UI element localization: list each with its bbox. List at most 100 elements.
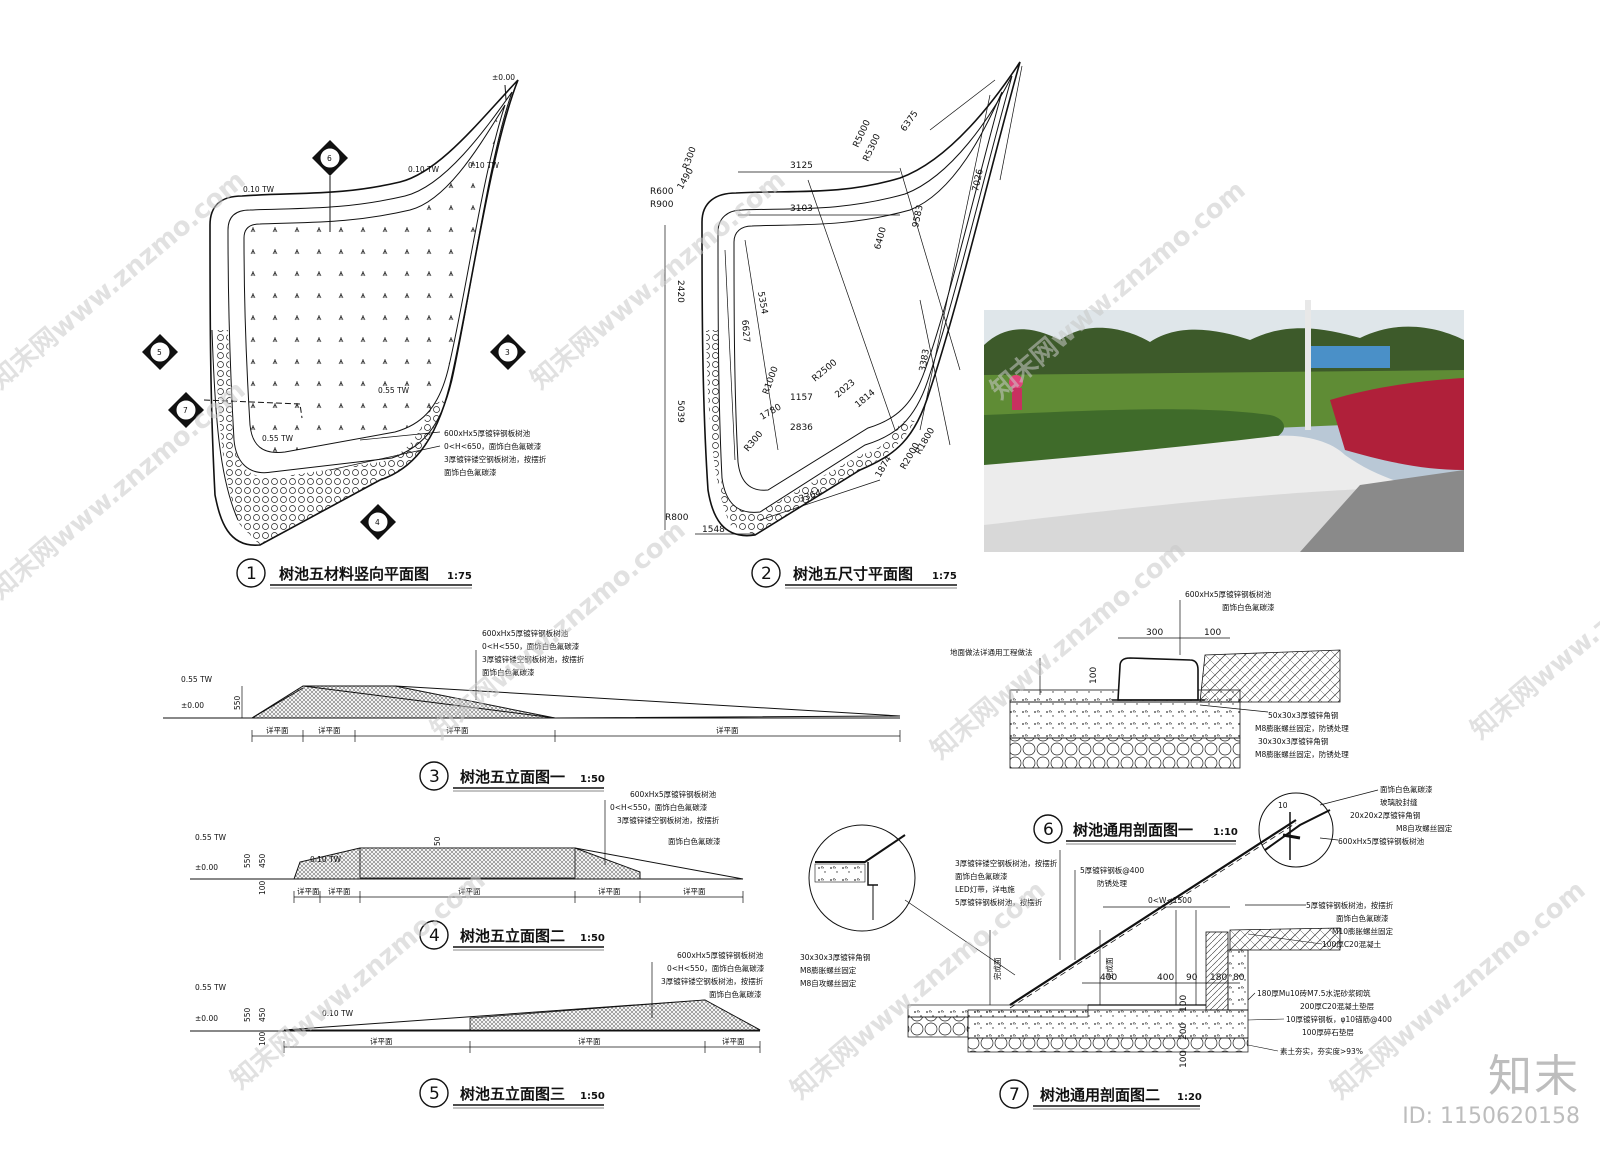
svg-text:知末网www.znzmo.com: 知末网www.znzmo.com — [1465, 515, 1600, 745]
brand-logo: 知末 — [1488, 1051, 1580, 1102]
svg-text:详平面: 详平面 — [683, 886, 706, 896]
drawing-3-elevation-1: 0.55 TW ±0.00 550 600xHx5厚镀锌钢板树池 0<H<550… — [163, 628, 901, 792]
d1-note-2: 3厚镀锌镂空钢板树池，按摆折 — [444, 454, 547, 464]
d3-note-0: 600xHx5厚镀锌钢板树池 — [482, 628, 569, 638]
svg-text:1:50: 1:50 — [580, 1091, 605, 1102]
d7-right-note-8: 素土夯实，夯实度>93% — [1280, 1046, 1363, 1056]
d7-dim-1: 400 — [1157, 973, 1174, 983]
d5-elev: ±0.00 — [195, 1014, 218, 1023]
drawing-1-material-plan: ±0.00 0.10 TW 0.10 TW 0.10 TW 0.55 TW 0.… — [142, 73, 547, 589]
d4-top: 50 — [433, 836, 442, 846]
d1-note-3: 面饰白色氟碳漆 — [444, 467, 497, 477]
d1-elev-top: ±0.00 — [492, 73, 515, 82]
drawing-6-section-1: 300 100 100 600xHx5厚镀锌钢板树池 面饰白色氟碳漆 地面做法详… — [950, 589, 1349, 845]
d7-left-note-3: 5厚镀锌钢板树池，按摆折 — [955, 897, 1043, 907]
d2-dim-26: 9583 — [911, 204, 926, 228]
d5-note-3: 面饰白色氟碳漆 — [709, 989, 762, 999]
planter-1-inner — [243, 104, 506, 454]
d2-dim-6: 2420 — [675, 280, 685, 303]
planter-1-band — [227, 91, 513, 474]
d2-title-block: 2 树池五尺寸平面图 1:75 — [751, 558, 957, 589]
section-marker-7: 7 — [168, 392, 303, 428]
d4-h2: 450 — [258, 853, 267, 868]
svg-text:树池五材料竖向平面图: 树池五材料竖向平面图 — [279, 565, 429, 583]
d2-dim-18: 1548 — [702, 525, 725, 535]
svg-text:1:10: 1:10 — [1213, 827, 1238, 838]
svg-text:3: 3 — [429, 767, 440, 787]
d1-tw-b: 0.10 TW — [408, 165, 440, 174]
svg-text:2: 2 — [761, 564, 772, 584]
d2-dim-5: R900 — [650, 200, 674, 210]
d5-tw: 0.55 TW — [195, 983, 227, 992]
d7-dim-3: 180 — [1210, 973, 1227, 983]
drawing-7-section-2: 30x30x3厚镀锌角钢 M8膨胀螺丝固定 M8自攻螺丝固定 10 面饰白色氟碳… — [800, 784, 1453, 1110]
d2-dim-15: 2836 — [790, 423, 813, 433]
svg-text:1:20: 1:20 — [1177, 1092, 1202, 1103]
d3-tw: 0.55 TW — [181, 675, 213, 684]
svg-text:详平面: 详平面 — [318, 725, 341, 735]
d5-note-1: 0<H<550，面饰白色氟碳漆 — [667, 963, 765, 973]
svg-text:详平面: 详平面 — [458, 886, 481, 896]
d7-dim-4: 80 — [1233, 973, 1245, 983]
d7-mid-note-1: 防锈处理 — [1097, 878, 1127, 888]
d5-note-2: 3厚镀锌镂空钢板树池，按摆折 — [661, 976, 764, 986]
d7-width: 0<W<1500 — [1148, 896, 1192, 905]
d2-dim-8: 6627 — [739, 319, 751, 343]
svg-text:树池五立面图二: 树池五立面图二 — [460, 927, 565, 945]
d6-top-note-1: 面饰白色氟碳漆 — [1222, 602, 1275, 612]
svg-text:7: 7 — [1009, 1085, 1020, 1105]
d5-h3: 100 — [258, 1031, 267, 1046]
d1-tw-c: 0.10 TW — [468, 161, 500, 170]
d7-dim-5: 100 — [1179, 995, 1189, 1012]
reference-photo — [984, 300, 1464, 552]
svg-text:知末网www.znzmo.com: 知末网www.znzmo.com — [0, 375, 251, 605]
d7-right-note-3: 100厚C20混凝土 — [1322, 939, 1382, 949]
svg-text:5: 5 — [157, 348, 162, 357]
d3-note-2: 3厚镀锌镂空钢板树池，按摆折 — [482, 654, 585, 664]
d1-tw-e: 0.55 TW — [262, 434, 294, 443]
d7-vlabel-0: 完成面 — [992, 957, 1002, 980]
d3-h: 550 — [233, 695, 242, 710]
d3-note-1: 0<H<550，面饰白色氟碳漆 — [482, 641, 580, 651]
brand-watermark: 知末 ID: 1150620158 — [1402, 1040, 1580, 1129]
d1-note-1: 0<H<650，面饰白色氟碳漆 — [444, 441, 542, 451]
d4-title-block: 4 树池五立面图二 1:50 — [419, 920, 605, 951]
d2-dim-25: 6400 — [873, 226, 889, 251]
svg-text:1:50: 1:50 — [580, 933, 605, 944]
section-marker-5: 5 — [142, 334, 178, 370]
d2-dim-4: 1490 — [676, 166, 696, 191]
d6-note-1: M8膨胀螺丝固定，防锈处理 — [1255, 723, 1349, 733]
svg-text:详平面: 详平面 — [297, 886, 320, 896]
d2-dim-28: 6375 — [899, 109, 920, 133]
svg-text:1:50: 1:50 — [580, 774, 605, 785]
d4-note-0: 600xHx5厚镀锌钢板树池 — [630, 789, 717, 799]
svg-text:1: 1 — [246, 564, 257, 584]
d7-dim-6: 200 — [1179, 1023, 1189, 1040]
d3-title-block: 3 树池五立面图一 1:50 — [419, 761, 605, 792]
d4-tw2: 0.10 TW — [310, 855, 342, 864]
d7-right-note-5: 200厚C20混凝土垫层 — [1300, 1001, 1375, 1011]
svg-text:树池五立面图一: 树池五立面图一 — [460, 768, 565, 786]
d7-right-note-4: 180厚Mu10砖M7.5水泥砂浆砌筑 — [1257, 988, 1371, 998]
d7-circle-note-1: 玻璃胶封缝 — [1380, 797, 1418, 807]
d7-detail-note-2: M8自攻螺丝固定 — [800, 978, 857, 988]
svg-text:树池通用剖面图二: 树池通用剖面图二 — [1040, 1086, 1160, 1104]
d4-note-3: 面饰白色氟碳漆 — [668, 836, 721, 846]
d7-circle-note-2: 20x20x2厚镀锌角钢 — [1350, 810, 1420, 820]
svg-text:6: 6 — [1043, 820, 1054, 840]
svg-text:详平面: 详平面 — [598, 886, 621, 896]
d7-right-note-1: 面饰白色氟碳漆 — [1336, 913, 1389, 923]
svg-text:7: 7 — [183, 406, 188, 415]
planter-1-outer — [209, 79, 519, 546]
svg-text:5: 5 — [429, 1084, 440, 1104]
d6-dim-1: 100 — [1204, 628, 1221, 638]
d5-title-block: 5 树池五立面图三 1:50 — [419, 1078, 605, 1109]
svg-text:详平面: 详平面 — [716, 725, 739, 735]
d2-dim-24: 3383 — [918, 348, 932, 372]
svg-text:树池五立面图三: 树池五立面图三 — [460, 1085, 565, 1103]
svg-text:详平面: 详平面 — [328, 886, 351, 896]
d7-right-note-2: M10膨胀螺丝固定 — [1332, 926, 1394, 936]
d7-right-note-7: 100厚碎石垫层 — [1302, 1027, 1354, 1037]
d7-detail-note-0: 30x30x3厚镀锌角钢 — [800, 952, 870, 962]
d2-dim-13: 1157 — [790, 393, 813, 403]
